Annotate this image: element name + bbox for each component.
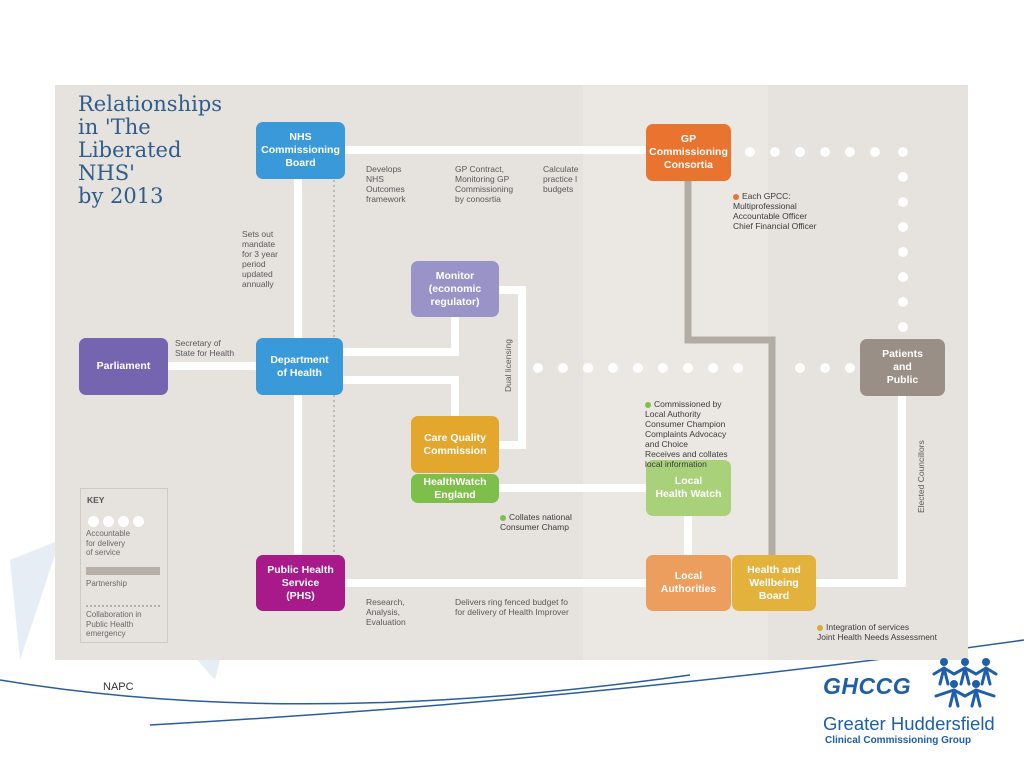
organisation-subtitle: Clinical Commissioning Group bbox=[825, 735, 972, 746]
green-bullet-icon bbox=[645, 401, 651, 408]
health-and-wellbeing-board-box: Health and Wellbeing Board bbox=[732, 555, 816, 611]
diagram-key: KEY Accountable for delivery of service … bbox=[80, 488, 168, 643]
accountable-dots-sample bbox=[88, 514, 148, 532]
elected-councillors-link bbox=[812, 392, 906, 587]
key-partnership-label: Partnership bbox=[86, 579, 127, 588]
healthwatch-england-box: HealthWatch England bbox=[411, 474, 499, 503]
develops-note: Develops NHS Outcomes framework bbox=[366, 164, 406, 204]
monitor-box: Monitor (economic regulator) bbox=[411, 261, 499, 317]
public-health-service-box: Public Health Service (PHS) bbox=[256, 555, 345, 611]
key-collaboration-label: Collaboration in Public Health emergency bbox=[86, 610, 142, 638]
delivers-ring-fenced-note: Delivers ring fenced budget fo for deliv… bbox=[455, 597, 569, 617]
commissioned-by-note: Commissioned by Local Authority Consumer… bbox=[645, 399, 728, 469]
green-bullet-icon bbox=[500, 514, 506, 521]
gp-hwb-partnership bbox=[684, 180, 776, 556]
gp-contract-note: GP Contract, Monitoring GP Commissioning… bbox=[455, 164, 514, 204]
patients-and-public-box: Patients and Public bbox=[860, 339, 945, 396]
gold-bullet-icon bbox=[817, 624, 823, 631]
each-gpcc-note: Each GPCC: Multiprofessional Accountable… bbox=[733, 191, 817, 231]
department-of-health-box: Department of Health bbox=[256, 338, 343, 395]
key-accountable-label: Accountable for delivery of service bbox=[86, 529, 131, 557]
local-healthwatch-box: Local Health Watch bbox=[646, 460, 731, 516]
key-title: KEY bbox=[87, 495, 105, 505]
orange-bullet-icon bbox=[733, 193, 739, 200]
partnership-line-sample bbox=[86, 567, 160, 575]
dual-licensing-link bbox=[494, 286, 526, 449]
integration-note: Integration of services Joint Health Nee… bbox=[817, 622, 938, 642]
diagram-title: Relationships in 'The Liberated NHS' by … bbox=[78, 92, 223, 208]
sets-out-mandate-note: Sets out mandate for 3 year period updat… bbox=[242, 229, 278, 289]
research-note: Research, Analysis, Evaluation bbox=[366, 597, 406, 627]
ghccg-logo-text: GHCCG bbox=[823, 673, 912, 699]
organisation-name: Greater Huddersfield bbox=[823, 713, 995, 734]
dual-licensing-label: Dual licensing bbox=[503, 339, 513, 392]
doh-cqc-link bbox=[338, 376, 459, 420]
local-authorities-box: Local Authorities bbox=[646, 555, 731, 611]
parliament-box: Parliament bbox=[79, 338, 168, 395]
gp-commissioning-consortia-box: GP Commissioning Consortia bbox=[646, 124, 731, 181]
napc-label: NAPC bbox=[103, 681, 134, 693]
care-quality-commission-box: Care Quality Commission bbox=[411, 416, 499, 473]
accountable-dots bbox=[533, 147, 908, 373]
collaboration-line-sample bbox=[86, 605, 160, 607]
secretary-of-state-note: Secretary of State for Health bbox=[175, 338, 235, 358]
doh-monitor-link bbox=[338, 314, 459, 356]
people-chain-logo-icon bbox=[932, 658, 998, 708]
elected-councillors-label: Elected Councillors bbox=[916, 440, 926, 513]
nhs-commissioning-board-box: NHS Commissioning Board bbox=[256, 122, 345, 179]
collates-national-note: Collates national Consumer Champ bbox=[500, 512, 572, 532]
calculate-budgets-note: Calculate practice l budgets bbox=[543, 164, 579, 194]
